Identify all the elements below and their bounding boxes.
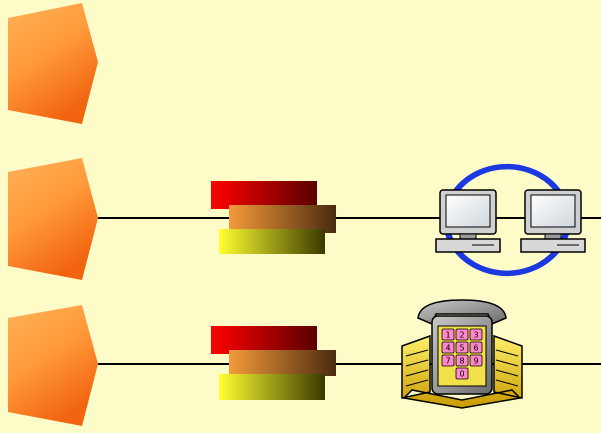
keypad-key-label: 6	[473, 344, 478, 353]
network-computers-icon	[435, 163, 586, 277]
keypad-key-label: 8	[459, 357, 464, 366]
keypad-key-label: 4	[445, 344, 450, 353]
pentagon-shape	[8, 158, 98, 280]
pentagon-shape	[8, 3, 98, 124]
keypad-key: 4	[441, 341, 455, 354]
keypad-key: 9	[469, 354, 483, 367]
keypad-key: 3	[469, 328, 483, 341]
keypad-key-label: 9	[473, 357, 478, 366]
block-orange	[229, 205, 336, 233]
handset-icon	[417, 299, 507, 325]
block-orange	[229, 350, 336, 376]
keypad-key-label: 0	[459, 370, 464, 379]
keypad-key: 5	[455, 341, 469, 354]
keypad-key-label: 1	[445, 331, 450, 340]
stacked-blocks	[211, 326, 336, 400]
pentagon-shape	[8, 305, 98, 426]
keypad-key-label: 3	[473, 331, 478, 340]
row-2	[8, 158, 601, 280]
keypad-key: 2	[455, 328, 469, 341]
keypad-key-label: 5	[459, 344, 464, 353]
computer-icon	[435, 189, 501, 253]
block-yellow	[219, 374, 325, 400]
keypad-key: 1	[441, 328, 455, 341]
stacked-blocks	[211, 181, 336, 254]
row-1	[8, 3, 98, 124]
block-yellow	[219, 229, 325, 254]
keypad-key: 0	[455, 367, 469, 380]
keypad-key: 6	[469, 341, 483, 354]
keypad-key-label: 7	[445, 357, 450, 366]
keypad-key: 8	[455, 354, 469, 367]
keypad-key-label: 2	[459, 331, 464, 340]
keypad-key: 7	[441, 354, 455, 367]
computer-icon	[520, 189, 586, 253]
block-red	[211, 181, 317, 209]
block-red	[211, 326, 317, 354]
book-icon	[401, 334, 523, 409]
